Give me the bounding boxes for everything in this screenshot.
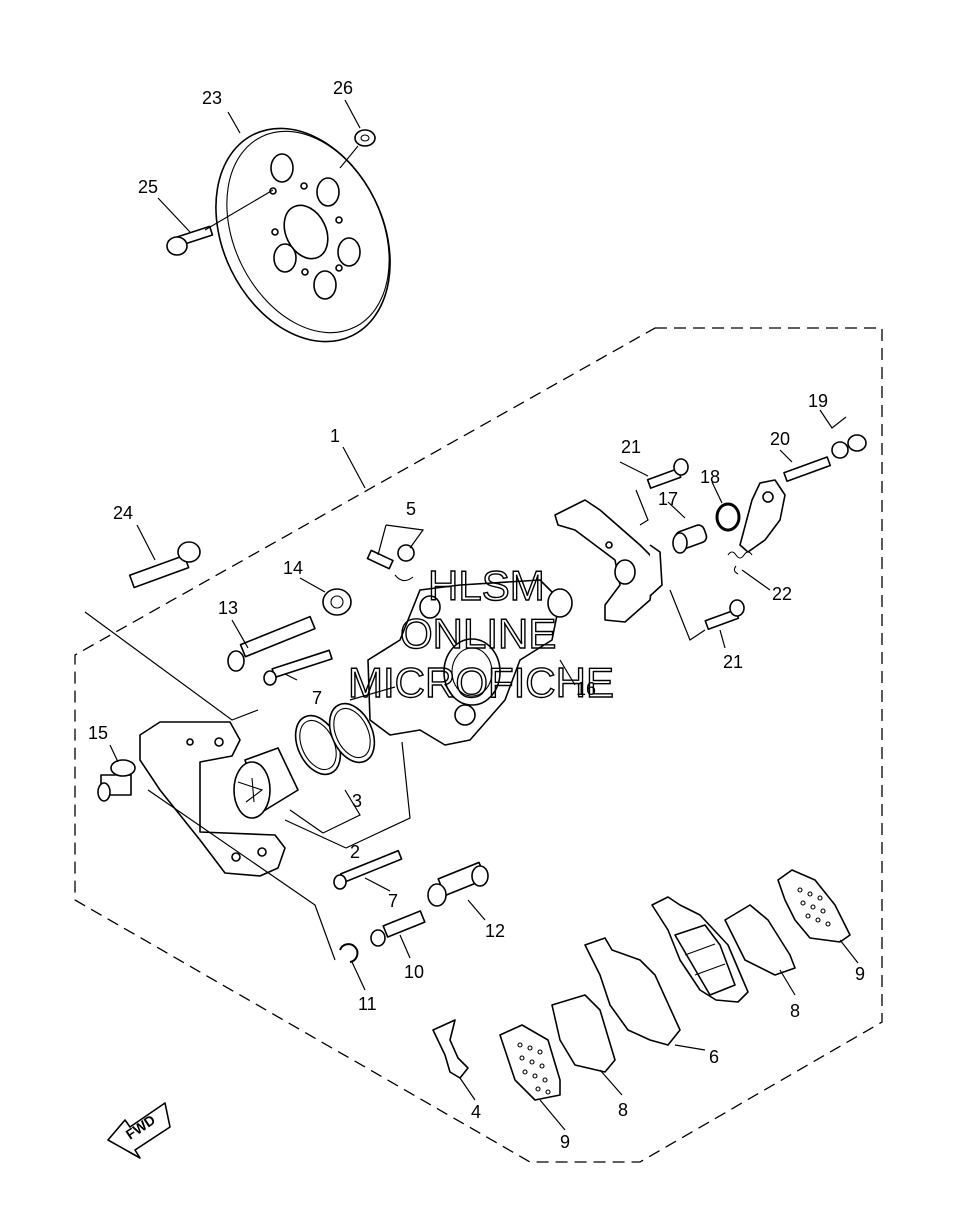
piston-seal <box>294 702 376 776</box>
retaining-pin <box>370 910 426 947</box>
bracket-bolt <box>128 541 201 589</box>
brake-disc <box>215 127 391 343</box>
callout-9-lower: 9 <box>560 1132 570 1152</box>
callout-9-upper: 9 <box>855 964 865 984</box>
pad-pin-lower <box>333 849 403 890</box>
caliper-body <box>367 579 573 746</box>
callout-labels: 23 26 25 1 24 5 14 13 7 15 3 2 7 12 10 1… <box>88 78 865 1152</box>
brake-pad-left <box>584 937 681 1046</box>
callout-3: 3 <box>352 791 362 811</box>
brake-pad-right <box>651 896 749 1003</box>
guide-sleeve <box>672 524 708 554</box>
callout-7-upper: 7 <box>312 688 322 708</box>
disc-nut <box>339 129 376 169</box>
callout-2: 2 <box>350 842 360 862</box>
bracket-plug <box>97 759 136 802</box>
watermark-line-2: ONLINE <box>400 610 556 657</box>
watermark: HLSM ONLINE MICROFICHE <box>347 561 614 706</box>
slide-bushing <box>427 861 489 907</box>
callout-19: 19 <box>808 391 828 411</box>
washer <box>831 441 849 459</box>
slide-pin <box>227 615 316 672</box>
callout-26: 26 <box>333 78 353 98</box>
pad-pin-upper <box>263 649 333 686</box>
callout-7-lower: 7 <box>388 891 398 911</box>
callout-12: 12 <box>485 921 505 941</box>
support-bolt-lower <box>704 599 745 631</box>
callout-21-upper: 21 <box>621 437 641 457</box>
caliper-piston <box>233 747 299 819</box>
callout-17: 17 <box>658 489 678 509</box>
callout-11: 11 <box>358 994 377 1014</box>
callout-21-lower: 21 <box>723 652 743 672</box>
callout-6: 6 <box>709 1047 719 1067</box>
forward-arrow-icon: FWD <box>107 1102 171 1159</box>
callout-8-upper: 8 <box>790 1001 800 1021</box>
dust-cap <box>322 588 352 616</box>
callout-14: 14 <box>283 558 303 578</box>
callout-10: 10 <box>404 962 424 982</box>
watermark-line-1: HLSM <box>428 562 545 609</box>
caliper-bracket <box>139 721 286 877</box>
callout-24: 24 <box>113 503 133 523</box>
lock-nut <box>847 434 867 452</box>
callout-4: 4 <box>471 1102 481 1122</box>
brake-pad-insulator-right <box>724 904 796 976</box>
callout-15: 15 <box>88 723 108 743</box>
return-spring <box>727 551 753 575</box>
caliper-support <box>554 499 663 623</box>
callout-25: 25 <box>138 177 158 197</box>
callout-18: 18 <box>700 467 720 487</box>
support-bolt-upper <box>646 458 689 489</box>
callout-16: 16 <box>576 679 596 699</box>
brake-pad-shim-right <box>777 869 851 943</box>
o-ring <box>715 502 741 532</box>
disc-bolt <box>166 189 274 256</box>
circlip <box>339 943 359 963</box>
callout-1: 1 <box>330 426 340 446</box>
callout-5: 5 <box>406 499 416 519</box>
callout-8-lower: 8 <box>618 1100 628 1120</box>
callout-23: 23 <box>202 88 222 108</box>
watermark-line-3: MICROFICHE <box>348 659 614 706</box>
brake-pad-insulator-left <box>551 994 616 1073</box>
adjuster-bolt <box>783 456 832 483</box>
bleed-screw <box>366 544 415 582</box>
leader-lines <box>84 99 859 1131</box>
assembly-boundary <box>74 327 883 1163</box>
pad-spring <box>432 1019 469 1079</box>
parking-lever <box>739 479 786 553</box>
callout-13: 13 <box>218 598 238 618</box>
brake-pad-shim-left <box>499 1024 561 1101</box>
callout-20: 20 <box>770 429 790 449</box>
callout-22: 22 <box>772 584 792 604</box>
